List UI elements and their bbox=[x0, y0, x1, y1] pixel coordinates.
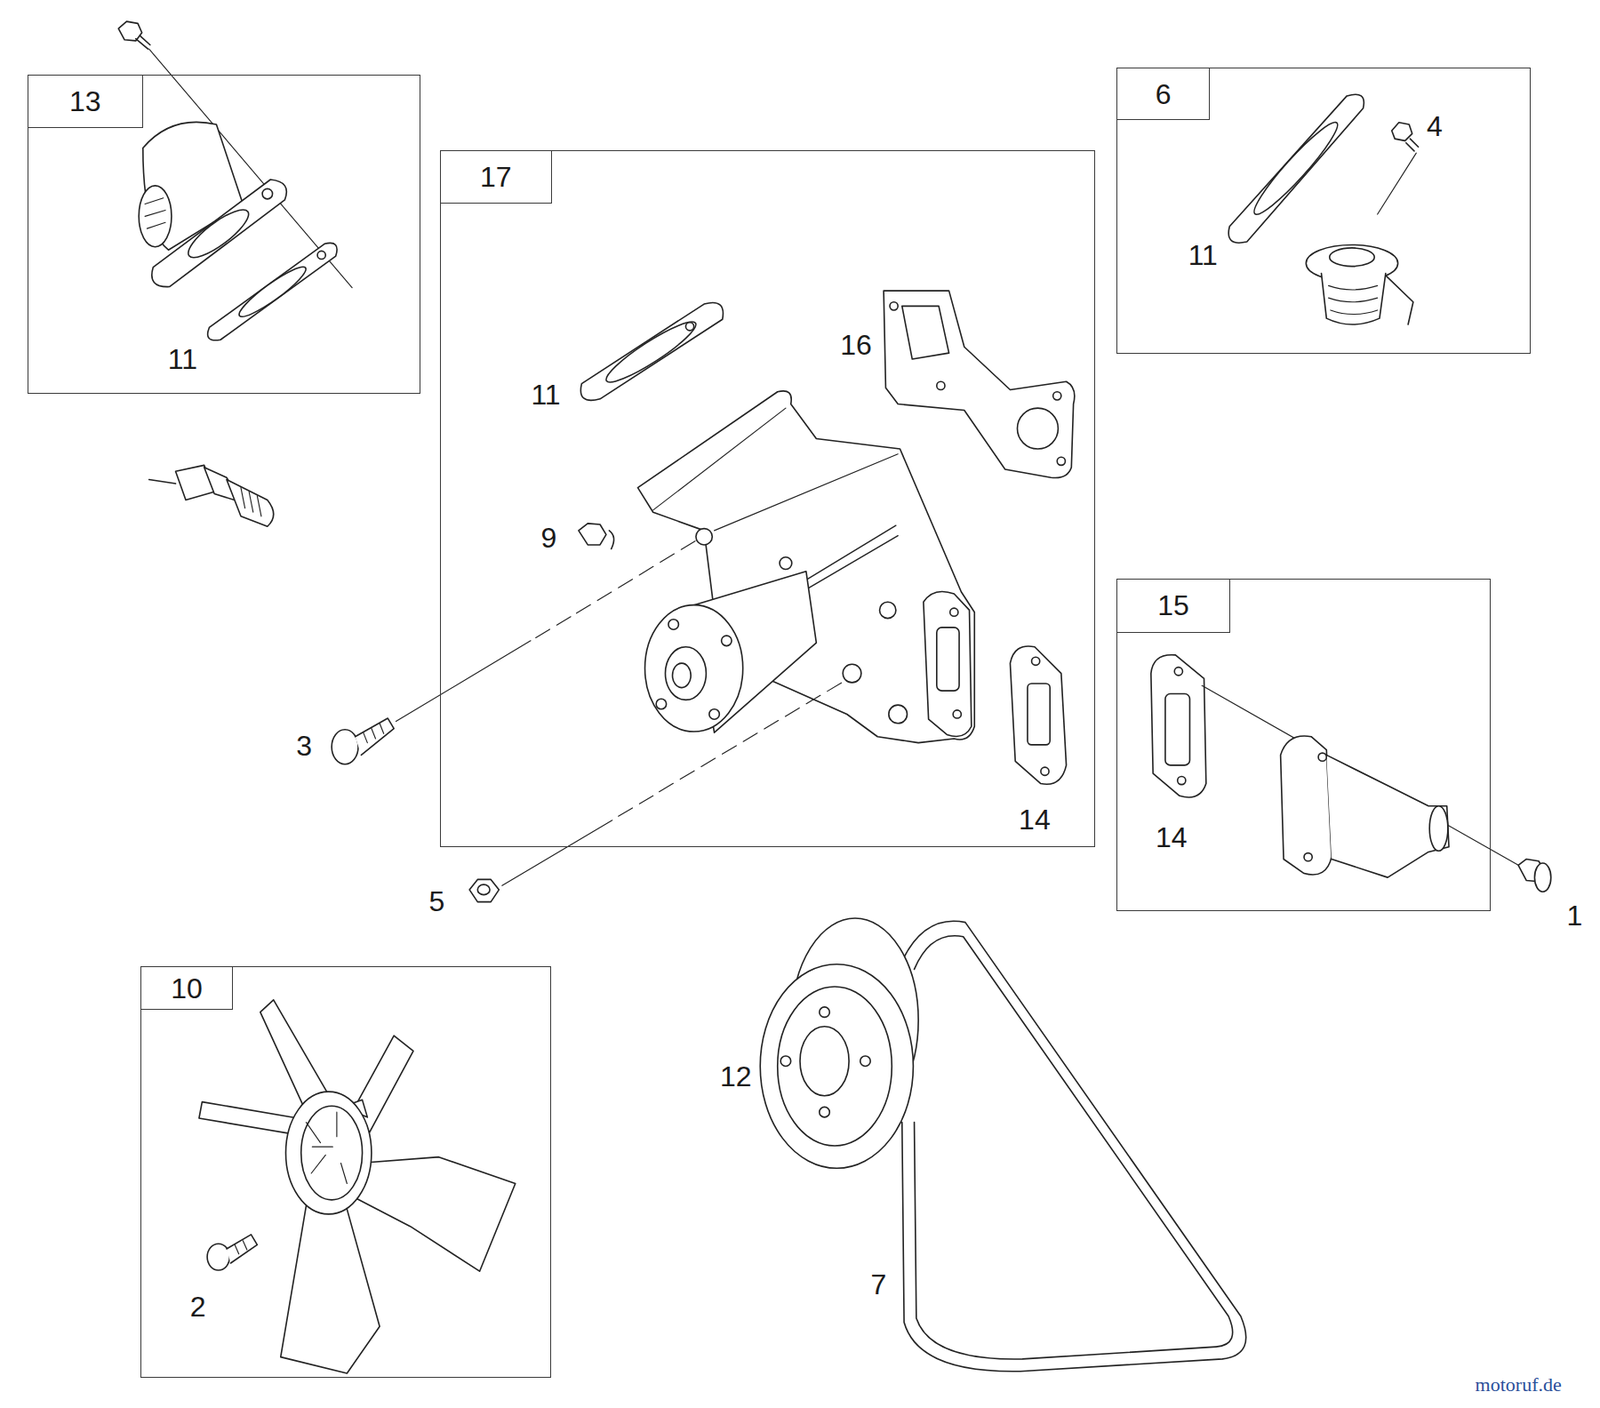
group-number: 6 bbox=[1117, 68, 1210, 121]
part-group-box: 10 2 bbox=[140, 966, 551, 1378]
cooling-fan bbox=[199, 1000, 516, 1374]
callout-number: 9 bbox=[541, 523, 558, 552]
callout-number: 1 bbox=[1566, 901, 1583, 930]
water-outlet bbox=[1151, 655, 1552, 893]
callout-number: 11 bbox=[168, 344, 198, 374]
group-number: 17 bbox=[440, 151, 552, 205]
callout-number: 14 bbox=[1155, 823, 1188, 852]
callout-number: 4 bbox=[1426, 112, 1443, 141]
callout-number: 14 bbox=[1018, 805, 1051, 834]
watermark: motoruf.de bbox=[1475, 1375, 1562, 1395]
bolts-and-leaders bbox=[331, 538, 848, 903]
group-number: 15 bbox=[1117, 579, 1231, 633]
part-group-box: 6 4 11 bbox=[1116, 67, 1531, 355]
part-group-box: 17 11 16 9 14 bbox=[440, 150, 1096, 848]
callout-number: 11 bbox=[530, 380, 560, 409]
part-group-box: 1514 bbox=[1116, 578, 1491, 912]
water-pump bbox=[578, 290, 1075, 784]
thermostat bbox=[1228, 94, 1418, 325]
thermostat-housing bbox=[118, 21, 352, 341]
group-number: 10 bbox=[141, 967, 232, 1010]
callout-number: 16 bbox=[840, 330, 872, 360]
callout-number: 11 bbox=[1188, 240, 1218, 270]
callout-number: 3 bbox=[296, 731, 312, 760]
callout-number: 7 bbox=[870, 1270, 887, 1299]
part-group-box: 13 11 bbox=[27, 74, 421, 394]
temperature-sensor bbox=[149, 464, 274, 527]
group-number: 13 bbox=[28, 75, 144, 129]
callout-number: 5 bbox=[428, 887, 445, 916]
pulley-and-belt bbox=[760, 918, 1247, 1372]
callout-number: 2 bbox=[190, 1292, 207, 1321]
callout-number: 12 bbox=[720, 1062, 752, 1091]
